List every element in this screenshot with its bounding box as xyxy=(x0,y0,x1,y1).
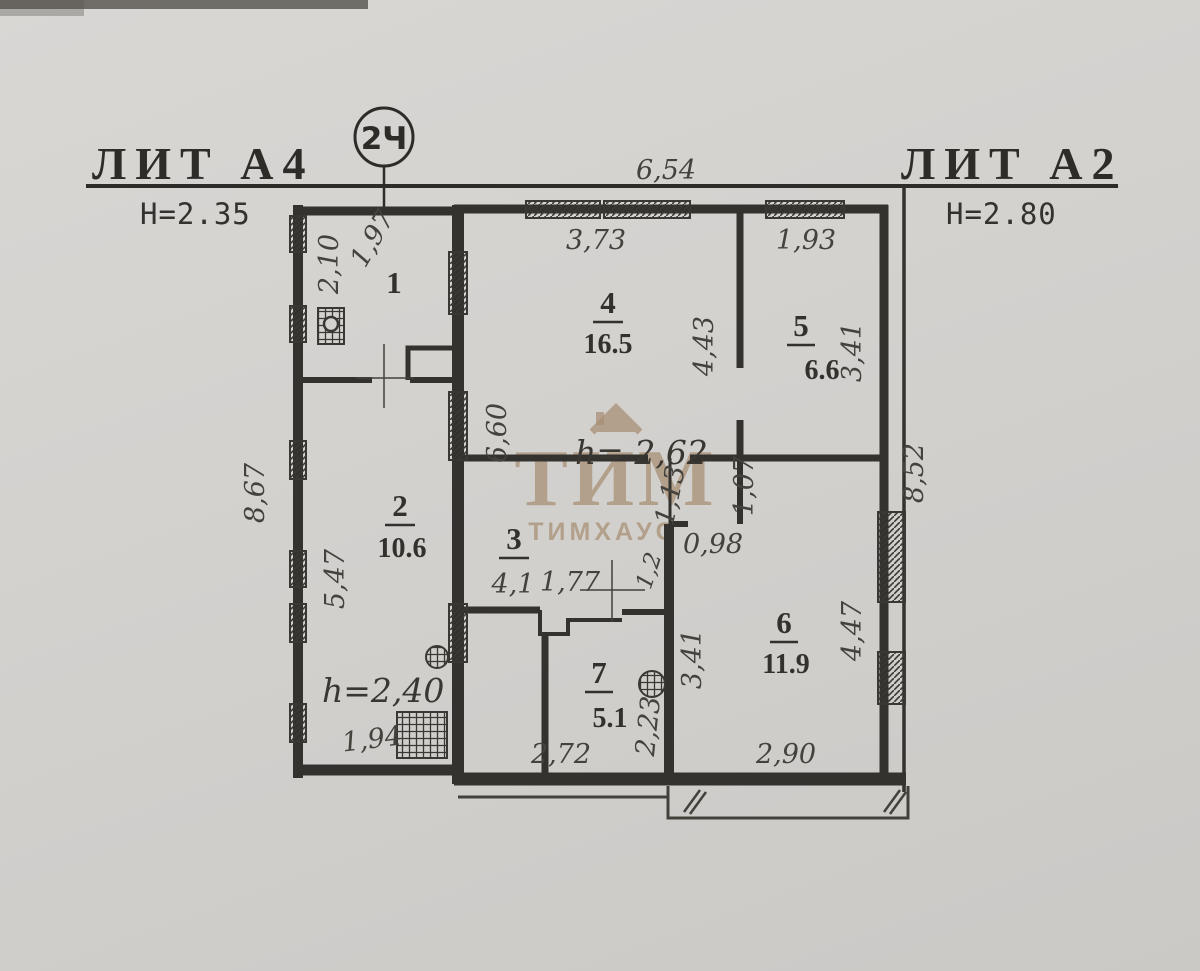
watermark: ТИМ ТИМХАУС xyxy=(514,403,717,546)
window-left-6 xyxy=(289,703,307,743)
height-label-a4: Н=2.35 xyxy=(140,197,251,231)
dim-room6-depth: 4,47 xyxy=(837,600,868,662)
dim-left-total: 8,67 xyxy=(240,462,271,523)
flue-divider-1 xyxy=(448,251,468,315)
dim-top-span: 6,54 xyxy=(636,155,696,186)
dim-room6-width: 2,90 xyxy=(755,739,816,770)
scan-edge-artifacts xyxy=(0,0,368,16)
wall-room1-niche xyxy=(405,345,458,380)
room2-number: 2 xyxy=(392,488,408,523)
dim-corridor-107: 1,07 xyxy=(729,455,760,516)
stove-small-room2 xyxy=(425,645,449,669)
room4-number: 4 xyxy=(600,285,616,320)
height-label-a2: Н=2.80 xyxy=(946,197,1057,231)
dim-room7-depth: 2,23 xyxy=(630,695,667,759)
block-label-lit-a4: ЛИТ А4 xyxy=(92,138,314,189)
dim-right-total: 8,52 xyxy=(899,443,930,503)
dim-room5-depth: 3,41 xyxy=(837,322,868,382)
flue-divider-2 xyxy=(448,391,468,461)
room7-area: 5.1 xyxy=(593,703,628,734)
window-left-2 xyxy=(289,305,307,343)
window-hatch-blocks xyxy=(289,200,906,743)
window-top-1 xyxy=(525,200,601,219)
room2-ceiling-height: h=2,40 xyxy=(322,671,444,710)
dim-room4-width: 3,73 xyxy=(566,225,626,256)
room5-area: 6.6 xyxy=(805,355,840,386)
window-top-2 xyxy=(603,200,691,219)
room5-number: 5 xyxy=(793,308,809,343)
dim-room2-width: 1,94 xyxy=(340,721,403,759)
room7-number: 7 xyxy=(591,655,607,690)
dim-room4-length: 6,60 xyxy=(482,403,513,463)
room4-area: 16.5 xyxy=(584,329,633,360)
flue-divider-3 xyxy=(448,603,468,663)
room6-area: 11.9 xyxy=(762,649,809,680)
dim-room2-length: 5,47 xyxy=(320,548,351,609)
porch-platform-right xyxy=(666,786,910,820)
wall-room7-step-notch xyxy=(538,610,622,636)
dim-room5-width: 1,93 xyxy=(776,225,836,256)
stove-burner-room1 xyxy=(322,315,340,333)
dim-room4-depth: 4,43 xyxy=(689,316,720,377)
room6-number: 6 xyxy=(776,605,792,640)
watermark-chimney-icon xyxy=(596,412,604,425)
window-left-5 xyxy=(289,603,307,643)
room3-number: 3 xyxy=(506,521,522,556)
room-labels: 1 2 10.6 h=2,40 3 4 16.5 h= 2,62 5 6.6 6… xyxy=(322,265,840,734)
survey-cross-room1 xyxy=(356,344,414,408)
dim-corridor-41: 4,1 xyxy=(491,569,535,600)
dim-door-098: 0,98 xyxy=(683,529,743,560)
dim-room7-width: 2,72 xyxy=(530,739,591,770)
stove-room7 xyxy=(638,670,666,698)
section-mark-label: 2Ч xyxy=(361,121,408,157)
window-left-4 xyxy=(289,550,307,588)
stove-symbols xyxy=(317,307,666,759)
porch-hatch-marks xyxy=(682,789,908,815)
block-label-lit-a2: ЛИТ А2 xyxy=(901,138,1123,189)
window-top-3 xyxy=(765,200,845,219)
watermark-logo: ТИМ xyxy=(514,435,717,523)
stove-room2 xyxy=(396,711,448,759)
room2-area: 10.6 xyxy=(378,533,427,564)
window-right-1 xyxy=(877,511,906,603)
dim-corridor-12: 1,2 xyxy=(631,549,667,592)
window-left-1 xyxy=(289,215,307,253)
dim-room1-depth: 2,10 xyxy=(314,234,345,295)
survey-cross-room3 xyxy=(580,560,645,622)
dim-room6-inner: 3,41 xyxy=(677,629,708,689)
window-left-3 xyxy=(289,440,307,480)
room1-number: 1 xyxy=(386,265,402,300)
reference-header: ЛИТ А4 Н=2.35 ЛИТ А2 Н=2.80 2Ч xyxy=(86,106,1123,231)
room4-ceiling-height: h= 2,62 xyxy=(575,433,708,472)
dim-corridor-177: 1,77 xyxy=(540,567,601,598)
window-right-2 xyxy=(877,651,906,705)
watermark-name: ТИМХАУС xyxy=(528,518,677,546)
